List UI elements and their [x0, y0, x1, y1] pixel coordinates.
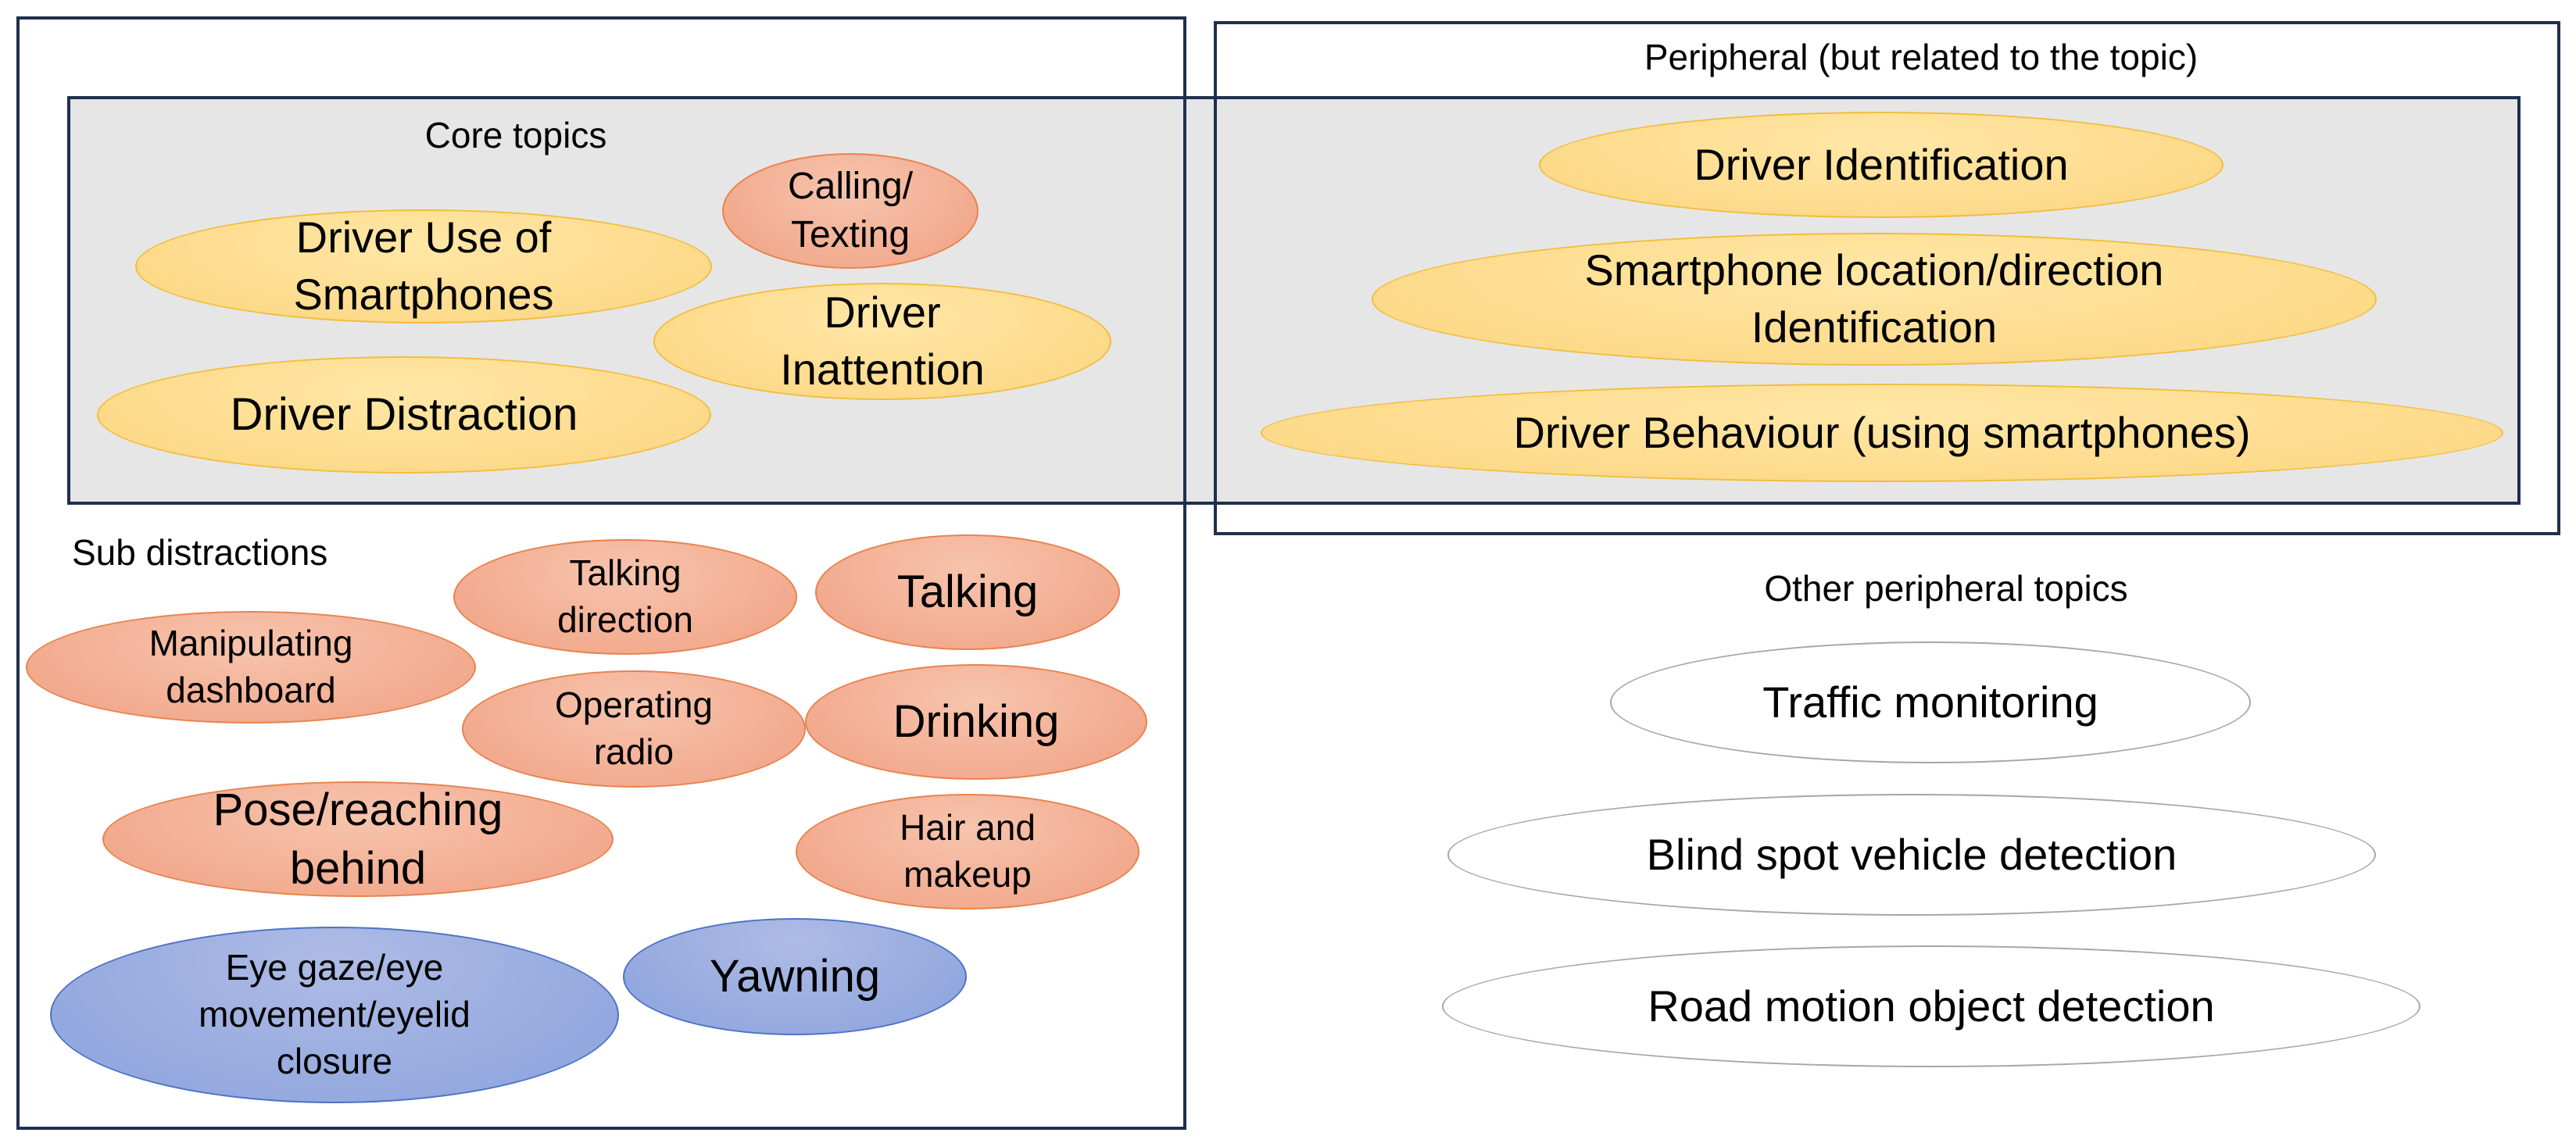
talking-direction-node: Talking direction [453, 539, 797, 655]
blind-spot-detection-node: Blind spot vehicle detection [1447, 794, 2376, 916]
manipulating-dashboard-node: Manipulating dashboard [26, 611, 476, 724]
driver-behaviour-node: Driver Behaviour (using smartphones) [1261, 384, 2503, 482]
other-peripheral-label: Other peripheral topics [1764, 568, 2128, 609]
hair-and-makeup-node: Hair and makeup [796, 794, 1140, 909]
traffic-monitoring-node: Traffic monitoring [1610, 641, 2251, 763]
right-frame-divider [1214, 96, 1217, 505]
core-topics-label: Core topics [424, 115, 607, 155]
yawning-node: Yawning [623, 918, 967, 1035]
pose-reaching-behind-node: Pose/reaching behind [102, 781, 614, 897]
sub-distractions-label: Sub distractions [72, 532, 328, 573]
talking-node: Talking [815, 534, 1120, 650]
drinking-node: Drinking [805, 664, 1147, 780]
left-frame-divider [1183, 75, 1186, 505]
driver-distraction-node: Driver Distraction [97, 356, 711, 473]
driver-identification-node: Driver Identification [1539, 112, 2224, 218]
calling-texting-node: Calling/ Texting [722, 153, 979, 269]
driver-inattention-node: Driver Inattention [653, 283, 1111, 400]
operating-radio-node: Operating radio [462, 670, 806, 788]
eye-gaze-node: Eye gaze/eye movement/eyelid closure [50, 927, 619, 1103]
driver-use-of-smartphones-node: Driver Use of Smartphones [135, 209, 712, 323]
road-motion-detection-node: Road motion object detection [1442, 945, 2420, 1067]
left-frame [16, 16, 1186, 1130]
peripheral-label: Peripheral (but related to the topic) [1644, 37, 2199, 77]
smartphone-location-node: Smartphone location/direction Identifica… [1372, 233, 2377, 366]
